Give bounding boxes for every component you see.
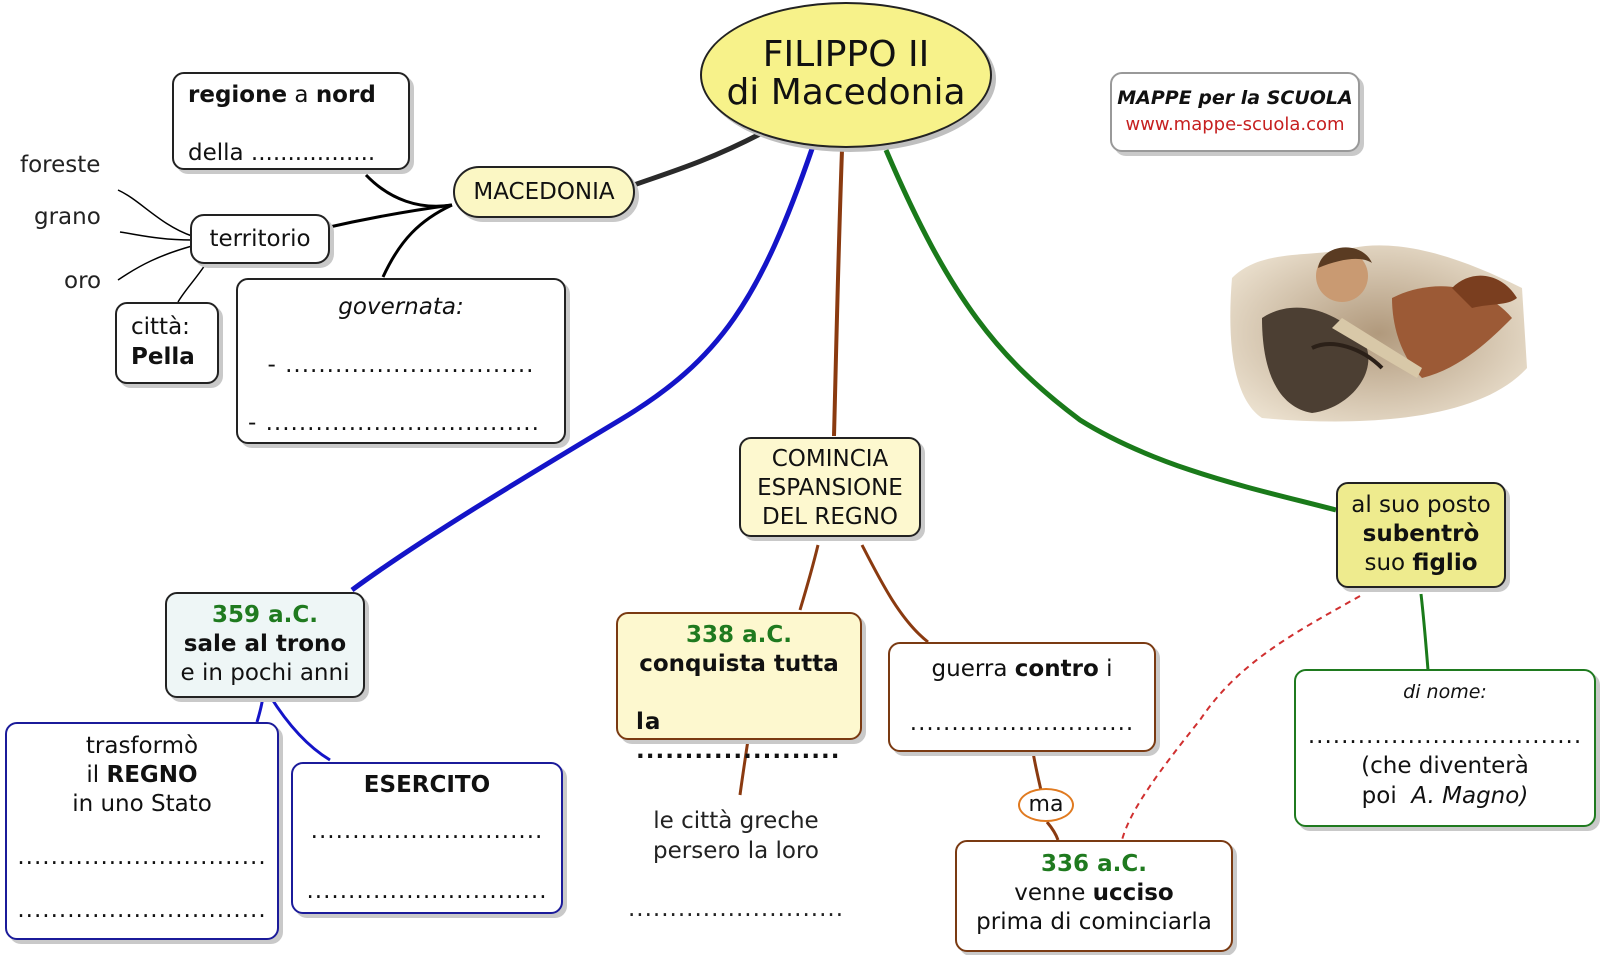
regione-word: regione: [188, 82, 288, 108]
title-node: FILIPPO II di Macedonia: [700, 2, 992, 148]
trono-date: 359 a.C.: [212, 602, 318, 628]
line-macedonia-governata: [381, 203, 453, 278]
ucciso-line3: prima di cominciarla: [976, 909, 1212, 935]
regno-box: trasformò il REGNO in uno Stato ........…: [5, 722, 279, 940]
citta-greche-text: le città greche persero la loro ........…: [606, 806, 866, 924]
guerra-dots: ...........................: [909, 710, 1135, 736]
figlio-line3: (che diventerà: [1361, 753, 1529, 779]
regione-a: a: [294, 82, 309, 108]
subentro-figlio: figlio: [1412, 550, 1478, 576]
regno-il: il: [86, 762, 100, 788]
regione-box: regione a nord della .................: [172, 72, 410, 170]
conquista-node: 338 a.C. conquista tutta la ............…: [616, 612, 862, 764]
trono-line3: e in pochi anni: [180, 660, 350, 686]
citta-greche-dots: ..........................: [627, 896, 845, 922]
regione-della: della .................: [188, 140, 376, 166]
territorio-item-oro: oro: [64, 268, 102, 294]
regno-regno: REGNO: [106, 762, 198, 788]
line-title-macedonia: [619, 131, 762, 193]
conquista-line2: conquista tutta: [639, 651, 839, 677]
citta-box: città: Pella: [115, 302, 219, 384]
line-espansione-guerra: [860, 544, 929, 644]
figlio-box: di nome: ...............................…: [1294, 669, 1596, 827]
territorio-item-grano: grano: [34, 204, 101, 230]
espansione-line3: DEL REGNO: [761, 504, 898, 530]
esercito-box: ESERCITO ............................ ..…: [291, 762, 563, 914]
regione-nord: nord: [315, 82, 376, 108]
subentro-line2: subentrò: [1362, 521, 1480, 547]
regno-line3: in uno Stato: [72, 791, 212, 817]
figlio-magno: A. Magno): [1411, 783, 1529, 809]
brand-url[interactable]: www.mappe-scuola.com: [1125, 114, 1345, 135]
guerra-i: i: [1106, 656, 1113, 682]
line-title-trono: [350, 145, 816, 593]
conquista-date: 338 a.C.: [686, 622, 792, 648]
trono-line2: sale al trono: [183, 631, 347, 657]
line-territorio-citta: [177, 264, 206, 303]
line-conquista-citta: [738, 739, 750, 796]
governata-dots2: - .................................: [248, 410, 540, 436]
citta-greche-line1: le città greche: [653, 808, 819, 834]
line-espansione-conquista: [798, 544, 820, 611]
ucciso-venne: venne: [1014, 880, 1086, 906]
figlio-poi: poi: [1361, 783, 1397, 809]
espansione-line2: ESPANSIONE: [757, 475, 903, 501]
brand-box[interactable]: MAPPE per la SCUOLA www.mappe-scuola.com: [1110, 72, 1360, 152]
line-ma-ucciso: [1045, 821, 1060, 841]
ma-node: ma: [1018, 788, 1074, 822]
guerra-box: guerra contro i ........................…: [888, 642, 1156, 752]
ucciso-node: 336 a.C. venne ucciso prima di cominciar…: [955, 840, 1233, 952]
figlio-dots: .................................: [1307, 723, 1583, 749]
subentro-suo: suo: [1364, 550, 1406, 576]
figlio-label: di nome:: [1403, 681, 1487, 703]
line-trono-esercito: [268, 695, 331, 762]
governata-dots1: - ..............................: [267, 352, 535, 378]
conquista-line3: la .....................: [636, 709, 841, 764]
subentro-line1: al suo posto: [1351, 492, 1491, 518]
regno-dots1: ..............................: [17, 844, 267, 870]
citta-greche-line2: persero la loro: [653, 838, 819, 864]
territorio-item-foreste: foreste: [20, 152, 101, 178]
subentro-node: al suo posto subentrò suo figlio: [1336, 482, 1506, 588]
esercito-title: ESERCITO: [363, 772, 491, 798]
line-trono-regno: [255, 695, 265, 723]
line-title-espansione: [832, 149, 844, 437]
macedonia-node: MACEDONIA: [453, 166, 635, 218]
regno-dots2: ..............................: [17, 897, 267, 923]
guerra-word: guerra: [931, 656, 1008, 682]
line-territorio-foreste: [117, 189, 193, 237]
esercito-dots2: .............................: [306, 878, 548, 904]
ucciso-ucciso: ucciso: [1092, 880, 1174, 906]
line-territorio-grano: [119, 231, 193, 241]
macedonia-label: MACEDONIA: [473, 179, 615, 205]
ucciso-date: 336 a.C.: [1041, 851, 1147, 877]
dashed-line-subentro-ucciso: [1121, 595, 1361, 841]
title-line1: FILIPPO II: [762, 34, 930, 75]
line-title-subentro: [883, 149, 1337, 513]
trono-node: 359 a.C. sale al trono e in pochi anni: [165, 592, 365, 698]
brand-name: MAPPE per la SCUOLA: [1117, 87, 1353, 109]
line-macedonia-regione: [364, 173, 453, 208]
ma-label: ma: [1028, 792, 1064, 817]
espansione-node: COMINCIA ESPANSIONE DEL REGNO: [739, 437, 921, 537]
line-subentro-figlio: [1419, 593, 1430, 671]
guerra-contro: contro: [1014, 656, 1099, 682]
title-line2: di Macedonia: [726, 72, 966, 113]
territorio-box: territorio: [190, 214, 330, 264]
territorio-label: territorio: [209, 226, 311, 252]
line-territorio-oro: [117, 245, 193, 281]
regno-line1: trasformò: [85, 733, 199, 759]
citta-label: città:: [131, 314, 190, 340]
line-macedonia-territorio: [324, 203, 453, 230]
alessandro-mosaic-image: [1222, 228, 1532, 428]
espansione-line1: COMINCIA: [771, 446, 889, 472]
governata-label: governata:: [338, 294, 464, 320]
esercito-dots1: ............................: [310, 818, 544, 844]
citta-name: Pella: [131, 344, 195, 370]
governata-box: governata: - ...........................…: [236, 278, 566, 444]
